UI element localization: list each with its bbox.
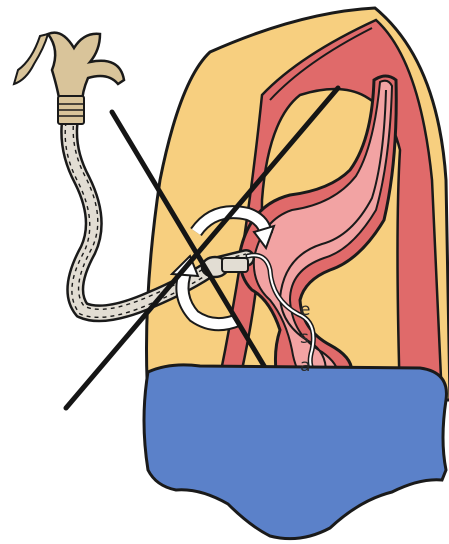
edge-text-2: s (300, 330, 309, 347)
y-connector-icon (14, 33, 124, 124)
edge-text-3: a (300, 358, 310, 375)
edge-text-1: e (300, 302, 310, 319)
bumper-collar (222, 258, 248, 272)
surgical-drape (144, 365, 446, 539)
